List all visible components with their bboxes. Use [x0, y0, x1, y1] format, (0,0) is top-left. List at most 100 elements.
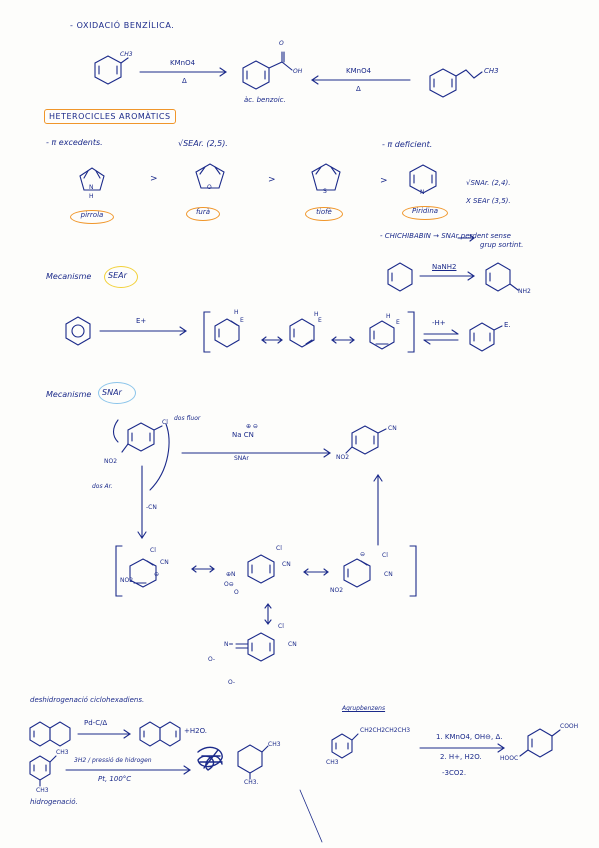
resonance-arrow-1	[261, 336, 283, 344]
sigma-complex-1	[214, 318, 240, 348]
pi-deficient-label: - π deficient.	[382, 140, 433, 149]
cn-label-2: CN	[160, 559, 169, 566]
resonance-arrow-3	[191, 565, 215, 573]
cl-label-2: Cl	[150, 547, 156, 554]
pyrrole-name: pirrola	[70, 210, 114, 224]
aminopyridine-ring	[485, 262, 519, 292]
benzene-ring-sear	[65, 316, 91, 346]
pyrrole-n: N	[89, 184, 94, 191]
sear-mechanism-title: Mecanisme	[46, 272, 92, 281]
equilibrium-arrows	[423, 329, 459, 345]
e-label-3: E	[396, 319, 400, 326]
cl-label-3: Cl	[276, 545, 282, 552]
sear-tag: SEAr	[108, 271, 127, 280]
alkylbenzene-ring	[331, 733, 359, 759]
no2-label-1: NO2	[104, 458, 118, 465]
butylbenzene-ring	[429, 68, 483, 98]
de-fluor-note: dos fluor	[174, 415, 201, 422]
curved-arrow-1	[149, 423, 170, 491]
pyrrole-ring	[79, 167, 105, 191]
h-label-2: H	[314, 311, 319, 318]
cyclohexane-ch3-top: CH3	[268, 741, 281, 748]
carbonyl-oxygen: O	[279, 40, 284, 47]
electrophile-label: E+	[136, 317, 147, 325]
xylene-ring	[29, 755, 57, 787]
dehydro-arrow	[77, 729, 131, 739]
o-bottom-label: O-	[228, 679, 236, 686]
curved-arrow-2	[112, 419, 119, 443]
thiophene-s: S	[323, 188, 327, 195]
cl-label-5: Cl	[278, 623, 284, 630]
alkyl-step-1: 1. KMnO4, OH⊖, Δ.	[436, 733, 503, 741]
cn-label-3: CN	[282, 561, 291, 568]
chloronitrobenzene-ring	[121, 422, 163, 453]
gt-sign-1: >	[150, 174, 158, 184]
naphthalene-rings	[139, 721, 181, 747]
pyridine-ring	[409, 164, 437, 194]
dehydro-reagent: Pd-C/Δ	[84, 719, 108, 727]
ch3-label-right: CH3	[484, 67, 499, 75]
no2-label-4: NO2	[330, 587, 344, 594]
xylene-ch3-top: CH3	[56, 749, 69, 756]
oxidation-arrow-1	[139, 67, 227, 77]
h-label-3: H	[386, 313, 391, 320]
snar-arrow	[181, 448, 331, 458]
sear-yes-label: √SEAr. (2,5).	[178, 139, 228, 148]
nitrobenzonitrile-ring	[345, 425, 387, 455]
dehydro-title: deshidrogenació ciclohexadiens.	[30, 696, 145, 704]
snar-mechanism-title: Mecanisme	[46, 390, 92, 399]
stray-line	[299, 789, 323, 843]
hydrogenation-cond-2: Pt, 100°C	[98, 775, 132, 783]
benzoic-acid-label: àc. benzoic.	[244, 96, 286, 104]
benzoic-acid-ring	[242, 51, 293, 90]
sigma-complex-3	[369, 320, 395, 350]
sear-highlight	[104, 266, 138, 288]
hydrogenation-cond-1: 3H2 / pressió de hidrogen	[74, 757, 152, 764]
sigma-complex-2	[289, 318, 315, 348]
dehydro-product: +H2O.	[184, 727, 208, 735]
meisenheimer-1	[129, 558, 157, 588]
e-label-2: E	[318, 317, 322, 324]
e-final-label: E.	[504, 321, 511, 329]
n-eq-label: N=	[224, 641, 234, 648]
alkyl-title: Agrupbenzens	[342, 705, 386, 712]
nh2-label: NH2	[518, 288, 531, 295]
snar-condition: SNAr	[234, 455, 249, 462]
e-label-1: E	[240, 317, 244, 324]
up-arrow	[373, 474, 383, 546]
pyrrole-h: H	[89, 193, 94, 200]
ch3-label-left: CH3	[120, 51, 133, 58]
chichibabin-label-2: grup sortint.	[480, 241, 524, 249]
hydrogenation-arrow	[65, 765, 191, 775]
snar-reagent-charges: ⊕ ⊖	[246, 423, 258, 430]
thiophene-name: tiofè	[305, 207, 343, 221]
cl-label-4: Cl	[382, 552, 388, 559]
minus-sign-1: ⊖	[154, 571, 160, 578]
meisenheimer-4	[235, 632, 275, 662]
cl-label-1: Cl	[162, 419, 168, 426]
no2-label-2: NO2	[120, 577, 134, 584]
cn-label-4: CN	[384, 571, 393, 578]
snar-positions: √SNAr. (2,4).	[466, 179, 511, 187]
pyridine-name: Piridina	[402, 206, 448, 220]
furan-name: furà	[186, 207, 220, 221]
hooc-label: HOOC	[500, 755, 519, 762]
furan-ring	[195, 163, 225, 189]
pyridine-n: N	[420, 189, 425, 196]
snar-highlight	[98, 382, 136, 404]
thiophene-ring	[311, 163, 341, 191]
meisenheimer-2	[247, 554, 275, 584]
dos-ar-note: dos Ar.	[92, 483, 113, 490]
o-label-1: O	[234, 589, 239, 596]
minus-h-label: -H+	[432, 319, 446, 327]
alkyl-ch3: CH3	[326, 759, 339, 766]
cyclohexane-ch3-bottom: CH3.	[244, 779, 259, 786]
toluene-ring	[94, 55, 129, 85]
alkyl-chain: CH2CH2CH2CH3	[360, 727, 411, 734]
cn-label-5: CN	[288, 641, 297, 648]
oxidation-arrow-2	[311, 75, 411, 85]
sear-positions: X SEAr (3,5).	[466, 197, 511, 205]
snar-reagent: Na CN	[232, 431, 254, 439]
